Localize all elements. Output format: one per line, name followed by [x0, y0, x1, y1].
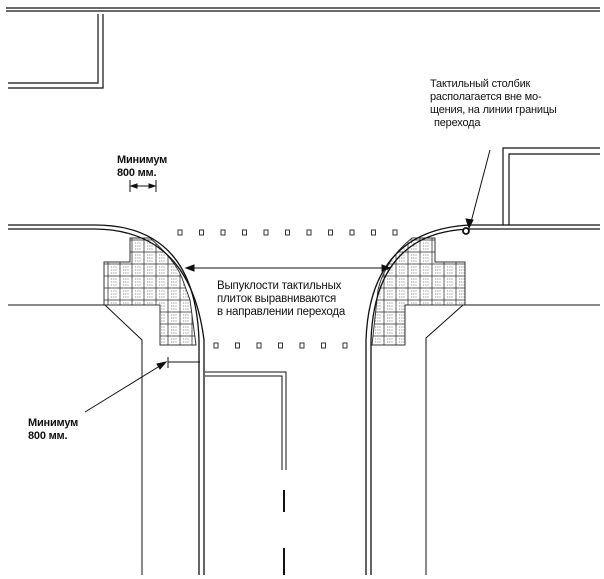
crosswalk-stud [220, 229, 226, 236]
min-bottom-label: Минимум 800 мм. [28, 417, 78, 443]
crosswalk-stud [306, 229, 312, 236]
min-top-line1: Минимум [117, 154, 168, 166]
tactile-alignment-line2: плиток выравниваются [217, 293, 337, 305]
sidewalk-left-edge [8, 304, 143, 575]
curb-right-inner [370, 228, 600, 575]
tactile-alignment-line1: Выпуклости тактильных [217, 280, 342, 292]
crosswalk-stud [371, 229, 376, 236]
crosswalk-stud [299, 342, 305, 349]
crosswalk-stud [199, 229, 204, 236]
tactile-alignment-label: Выпуклости тактильных плиток выравнивают… [217, 280, 345, 319]
alignment-arrowheads [184, 264, 392, 272]
crosswalk-stud [177, 229, 183, 236]
tactile-post-label: Тактильный столбик располагается вне мо-… [430, 78, 557, 130]
curb-right [365, 224, 600, 575]
curb-left-inner [8, 228, 205, 575]
tactile-post-line1: Тактильный столбик [430, 78, 531, 90]
building-left-outline-inner [8, 14, 104, 89]
tactile-tiles-left [103, 237, 197, 346]
tactile-post-line4: перехода [434, 117, 481, 129]
crosswalk-stud [392, 229, 398, 236]
building-left-outline [8, 14, 99, 84]
curb-left [8, 224, 200, 575]
building-right-outline-inner [508, 153, 600, 225]
min-bottom-line2: 800 мм. [28, 430, 68, 442]
crosswalk-stud [242, 229, 247, 236]
min-top-label: Минимум 800 мм. [117, 154, 167, 180]
crosswalk-stud [342, 342, 348, 349]
tactile-alignment-line3: в направлении перехода [217, 306, 346, 318]
tactile-tiles-right [371, 237, 466, 346]
crosswalk-stud [263, 229, 269, 236]
min-top-line2: 800 мм. [117, 167, 157, 179]
crosswalk-stud [278, 342, 283, 349]
crosswalk-studs-bottom [213, 342, 348, 349]
lane-line [205, 371, 287, 470]
building-right-outline [502, 147, 600, 225]
tactile-post-line2: располагается вне мо- [430, 91, 542, 103]
crosswalk-stud [285, 229, 290, 236]
crosswalk-stud [349, 229, 355, 236]
crosswalk-stud [235, 342, 240, 349]
tactile-post-line3: щения, на линии границы [430, 104, 557, 116]
dimension-top-arrowheads [129, 183, 157, 189]
post-arrow [470, 149, 491, 223]
post-arrowhead [465, 218, 474, 230]
crosswalk-studs-top [177, 229, 398, 236]
lane-line-inner [205, 375, 283, 470]
min-bottom-arrowhead [156, 361, 168, 370]
tactile-post-marker [462, 227, 470, 235]
min-bottom-line1: Минимум [28, 417, 79, 429]
crosswalk-stud [213, 342, 219, 349]
crosswalk-stud [321, 342, 326, 349]
crosswalk-studs [177, 229, 398, 349]
sidewalk-right-edge [425, 304, 600, 575]
min-bottom-arrow [84, 363, 164, 413]
crosswalk-stud [328, 229, 333, 236]
crosswalk-stud [256, 342, 262, 349]
